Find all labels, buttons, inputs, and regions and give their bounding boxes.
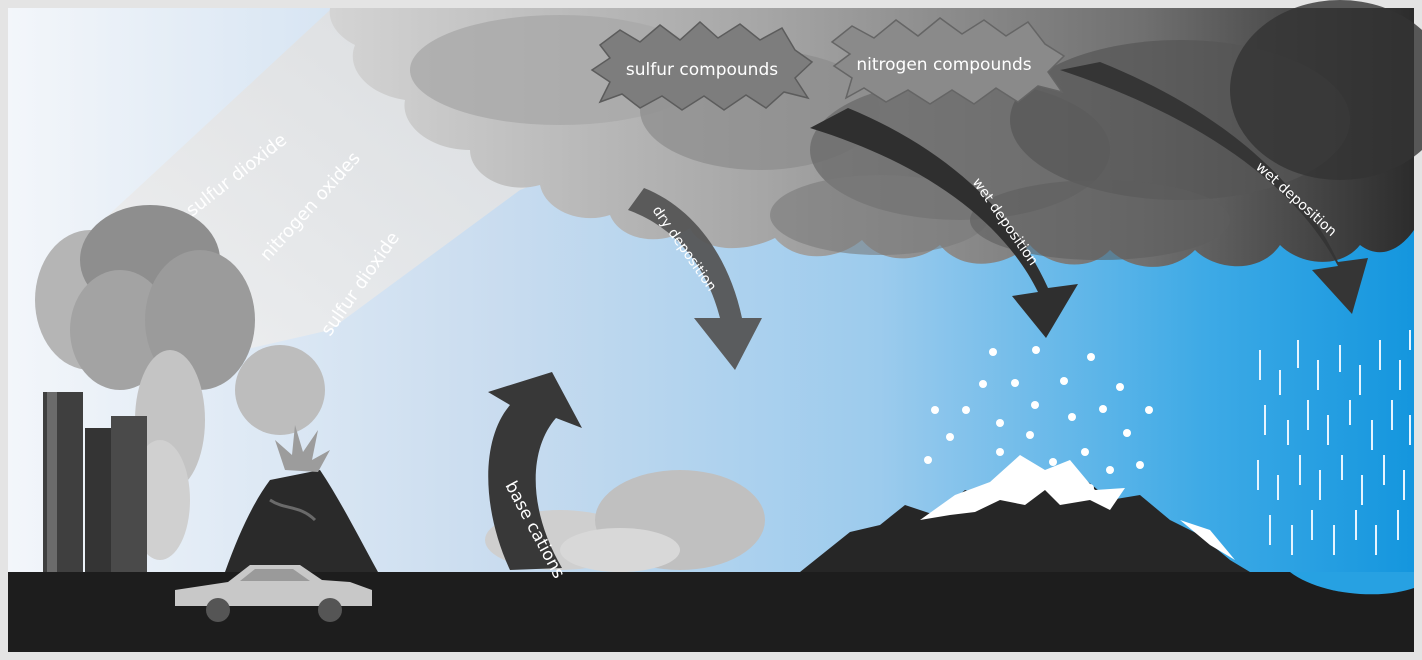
nitrogen-compounds-label: nitrogen compounds xyxy=(856,55,1031,75)
mountains xyxy=(800,455,1250,572)
stack-smoke xyxy=(35,205,325,560)
sulfur-compounds-label: sulfur compounds xyxy=(626,60,778,80)
sulfur-compounds-badge: sulfur compounds xyxy=(590,20,814,111)
volcano xyxy=(225,425,378,572)
nitrogen-compounds-badge: nitrogen compounds xyxy=(830,17,1066,105)
lake xyxy=(1290,572,1414,595)
smokestacks xyxy=(43,392,147,572)
snowfall xyxy=(924,346,1153,492)
rainfall xyxy=(1257,330,1411,555)
car-icon xyxy=(175,565,372,622)
